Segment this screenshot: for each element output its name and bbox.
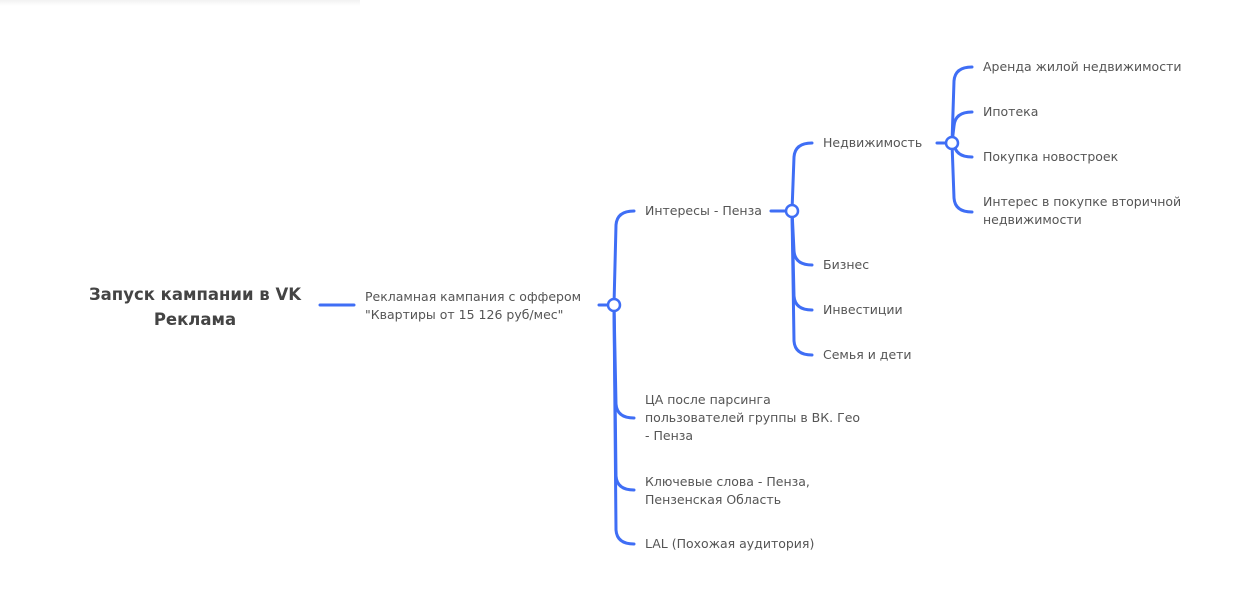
- campaign-collapse-toggle: [606, 297, 622, 313]
- keywords-node[interactable]: Ключевые слова - Пенза, Пензенская Облас…: [645, 473, 810, 509]
- family-node[interactable]: Семья и дети: [823, 347, 912, 362]
- top-shadow: [0, 0, 360, 6]
- root-line-2: Реклама: [153, 310, 237, 329]
- investments-node[interactable]: Инвестиции: [823, 302, 903, 317]
- realty-branch: [950, 141, 974, 214]
- realty-node[interactable]: Недвижимость: [823, 135, 923, 150]
- keywords-line-2: Пензенская Область: [645, 492, 782, 507]
- secondary-node[interactable]: Интерес в покупке вторичной недвижимости: [983, 193, 1181, 229]
- campaign-line-1: Рекламная кампания с оффером: [365, 289, 582, 304]
- campaign-branch: [612, 209, 636, 307]
- parsing-node[interactable]: ЦА после парсинга пользователей группы в…: [645, 391, 860, 445]
- new-buildings-node[interactable]: Покупка новостроек: [983, 149, 1119, 164]
- realty-branch: [950, 110, 974, 145]
- business-node[interactable]: Бизнес: [823, 257, 870, 272]
- interests-collapse-toggle: [784, 203, 800, 219]
- interests-branch: [790, 209, 814, 312]
- parsing-line-2: пользователей группы в ВК. Гео: [645, 410, 861, 425]
- secondary-line-1: Интерес в покупке вторичной: [983, 194, 1182, 209]
- keywords-line-1: Ключевые слова - Пенза,: [645, 474, 810, 489]
- lal-node[interactable]: LAL (Похожая аудитория): [645, 536, 815, 551]
- interests-node[interactable]: Интересы - Пенза: [645, 203, 762, 218]
- mortgage-node[interactable]: Ипотека: [983, 104, 1039, 119]
- campaign-node[interactable]: Рекламная кампания с оффером "Квартиры о…: [365, 288, 581, 324]
- root-node[interactable]: Запуск кампании в VK Реклама: [70, 282, 320, 332]
- root-line-1: Запуск кампании в VK: [88, 285, 302, 304]
- interests-branch: [790, 209, 814, 357]
- interests-branch: [790, 209, 814, 267]
- parsing-line-1: ЦА после парсинга: [645, 392, 771, 407]
- realty-branch: [950, 65, 974, 145]
- campaign-line-2: "Квартиры от 15 126 руб/мес": [365, 307, 564, 322]
- campaign-branch: [612, 303, 636, 546]
- realty-collapse-toggle: [944, 135, 960, 151]
- rent-node[interactable]: Аренда жилой недвижимости: [983, 59, 1182, 74]
- secondary-line-2: недвижимости: [983, 212, 1082, 227]
- interests-branch: [790, 141, 814, 213]
- campaign-branch: [612, 303, 636, 420]
- parsing-line-3: - Пенза: [645, 428, 694, 443]
